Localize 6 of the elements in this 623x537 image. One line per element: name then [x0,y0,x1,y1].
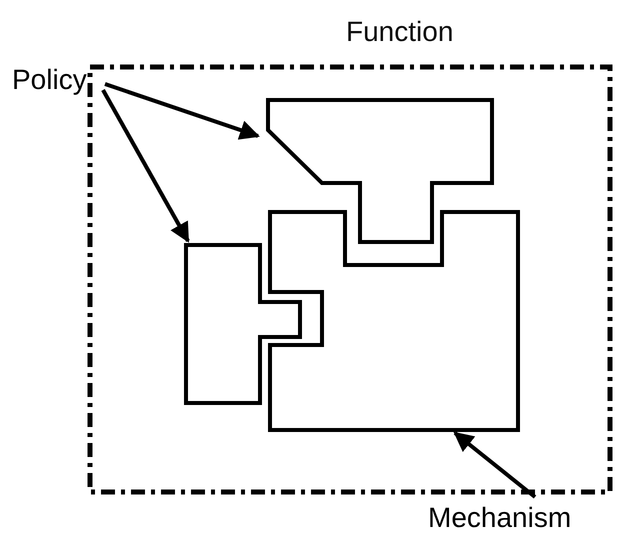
arrow [453,431,536,499]
policy-label: Policy [12,64,102,96]
arrow [104,82,260,140]
mechanism-label: Mechanism [428,502,608,534]
arrow [101,89,190,243]
function-heading: Function [346,18,454,46]
